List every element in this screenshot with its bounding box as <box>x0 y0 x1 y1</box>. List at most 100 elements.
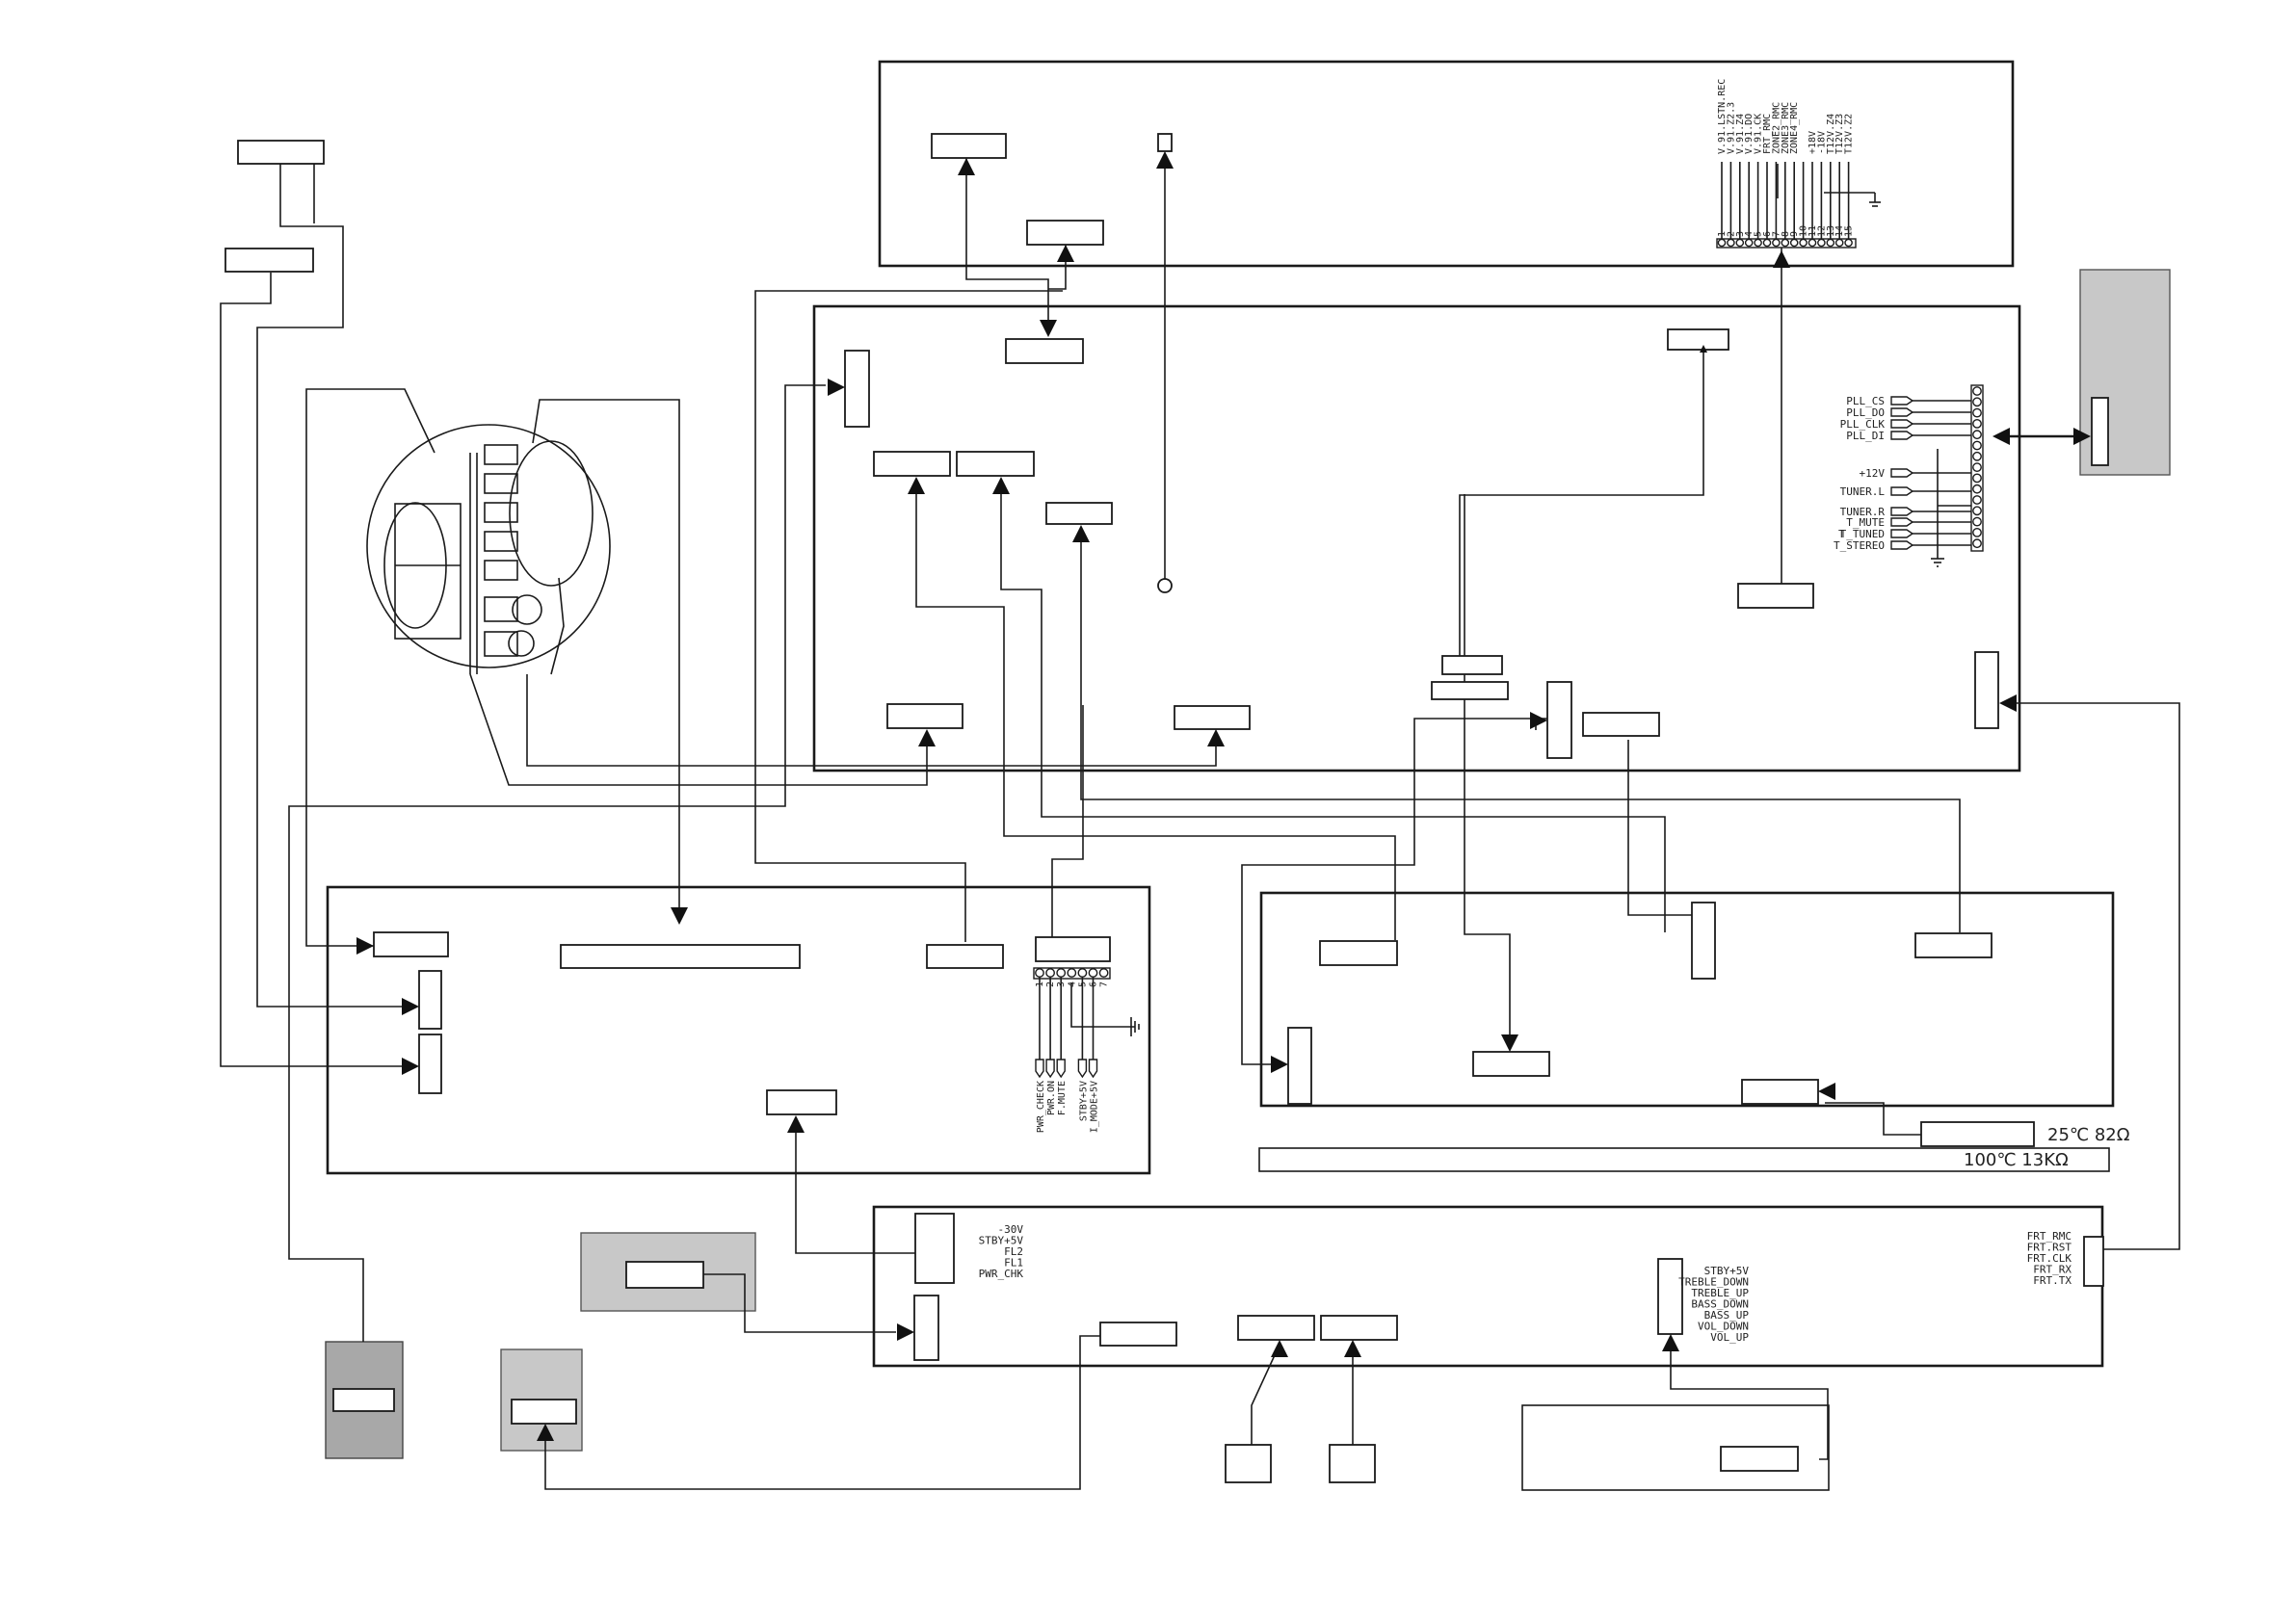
front-left-label: FL1 <box>1004 1257 1023 1270</box>
volume-board <box>1521 1404 1830 1491</box>
front-mid-label: BASS_DOWN <box>1691 1298 1749 1311</box>
thermistor-spec-25c: 25℃ 82Ω <box>2047 1125 2130 1145</box>
front-mid-label: TREBLE_UP <box>1691 1287 1749 1299</box>
top-pin-number: 8 <box>1781 231 1791 237</box>
top-connector-label: ZONE3_RMC <box>1781 102 1791 154</box>
top-connector-label: V.91.Z4 <box>1735 114 1746 154</box>
front-left-label: PWR_CHK <box>979 1268 1024 1280</box>
top-pin-number: 2 <box>1726 231 1736 237</box>
tuner-signal-tag <box>1890 507 1914 516</box>
component-boxes <box>224 133 2104 1483</box>
tuner-signal-tag <box>1890 468 1914 478</box>
tuner-pin <box>1972 407 1982 418</box>
tuner-pin <box>1972 462 1982 472</box>
front-right-label: FRT.RST <box>2027 1242 2072 1254</box>
fan-module-connector <box>332 1388 395 1412</box>
power-signal-tag <box>1035 1059 1044 1079</box>
top-connector-label: -18V <box>1816 131 1827 154</box>
tuner-pin <box>1972 386 1982 396</box>
top-pin-number: 7 <box>1771 231 1781 237</box>
top-pin-number: 3 <box>1735 231 1746 237</box>
top-pin-number: 14 <box>1834 225 1845 237</box>
front-left-label: FL2 <box>1004 1245 1023 1258</box>
front-right-label: FRT.CLK <box>2027 1252 2072 1265</box>
wires <box>220 159 2180 1490</box>
front-right-label: FRT.TX <box>2033 1274 2072 1287</box>
tuner-signal-label: TUNER.R <box>1840 506 1886 518</box>
top-pin <box>1772 238 1781 248</box>
top-connector-label: T12V.Z2 <box>1844 114 1855 154</box>
tuner-pin <box>1972 528 1982 537</box>
top-connector: V.91.LSTN.RECV.91.Z2.3V.91.Z4V.91.DOV.91… <box>1716 79 1857 249</box>
tuner-pin <box>1972 430 1982 440</box>
tuner-pin <box>1972 484 1982 494</box>
power-signal-tag <box>1088 1059 1098 1079</box>
tuner-signal-tag <box>1890 431 1914 440</box>
front-mid-label: STBY+5V <box>1704 1265 1750 1277</box>
tuner-pin <box>1972 516 1982 527</box>
power-pin <box>1067 968 1077 978</box>
top-pin <box>1789 238 1799 248</box>
power-pin-number: 7 <box>1099 982 1110 987</box>
tuner-signal-tag <box>1890 540 1914 550</box>
top-connector-label: T12V.Z3 <box>1834 114 1845 154</box>
top-connector-label: ZONE2_RMC <box>1771 102 1781 154</box>
tuner-signal-tag <box>1890 486 1914 496</box>
arrowheads <box>356 151 2091 1441</box>
top-pin-number: 15 <box>1844 225 1855 237</box>
top-connector-label: V.91.CK <box>1754 114 1764 154</box>
main-board <box>812 304 2021 772</box>
front-board <box>872 1205 2104 1368</box>
top-connector-label: T12V.Z4 <box>1826 114 1836 154</box>
tuner-pin <box>1972 451 1982 461</box>
power-signal-tag <box>1077 1059 1088 1079</box>
front-mid-label: VOL_DOWN <box>1698 1321 1749 1333</box>
power-signal-label: PWR.ON <box>1046 1081 1057 1115</box>
tuner-aux-mark: T <box>1838 528 1845 540</box>
power-pin <box>1088 968 1098 978</box>
top-pin <box>1762 238 1772 248</box>
tuner-signal-label: PLL_CLK <box>1840 418 1886 431</box>
top-connector-label: +18V <box>1808 131 1818 154</box>
front-mid-label: TREBLE_DOWN <box>1678 1276 1749 1289</box>
power-signal-tag <box>1045 1059 1055 1079</box>
power-pin <box>1056 968 1067 978</box>
power-signal-label: PWR_CHECK <box>1036 1081 1046 1133</box>
display-module-connector <box>511 1399 577 1425</box>
top-pin-number: 4 <box>1744 231 1755 237</box>
power-board <box>326 885 1151 1175</box>
top-pin <box>1799 238 1808 248</box>
tuner-signal-label: T_STEREO <box>1834 539 1885 552</box>
tuner-pin <box>1972 506 1982 516</box>
power-pin-number: 1 <box>1035 982 1045 987</box>
top-connector-label: FRT_RMC <box>1762 114 1773 154</box>
power-signal-label: I_MODE+5V <box>1090 1081 1100 1133</box>
power-pin <box>1045 968 1056 978</box>
front-right-label: FRT_RMC <box>2027 1230 2072 1243</box>
top-pin-number: 6 <box>1762 231 1773 237</box>
power-pin-number: 5 <box>1077 982 1088 987</box>
top-pin <box>1844 238 1853 248</box>
power-pin <box>1035 968 1044 978</box>
tuner-module-connector <box>2091 397 2109 466</box>
power-signal-label: STBY+5V <box>1078 1081 1089 1121</box>
top-pin <box>1717 238 1727 248</box>
thermistor-strip <box>1258 1147 2110 1172</box>
tuner-signal-label: +12V <box>1860 467 1886 480</box>
tuner-signal-tag <box>1890 419 1914 429</box>
top-pin <box>1727 238 1735 248</box>
power-signal-tag <box>1056 1059 1066 1079</box>
front-left-label: STBY+5V <box>979 1235 1024 1247</box>
front-mid-labels: STBY+5VTREBLE_DOWNTREBLE_UPBASS_DOWNBASS… <box>1678 1265 1749 1344</box>
top-pin <box>1735 238 1745 248</box>
tuner-signal-label: T_TUNED <box>1840 528 1885 540</box>
top-pin <box>1744 238 1754 248</box>
top-pin <box>1826 238 1835 248</box>
top-connector-label: V.91.LSTN.REC <box>1717 79 1728 154</box>
top-pin-number: 12 <box>1816 225 1827 237</box>
tuner-signal-label: PLL_CS <box>1846 395 1885 407</box>
thermistor-spec-100c: 100℃ 13KΩ <box>1964 1150 2069 1170</box>
